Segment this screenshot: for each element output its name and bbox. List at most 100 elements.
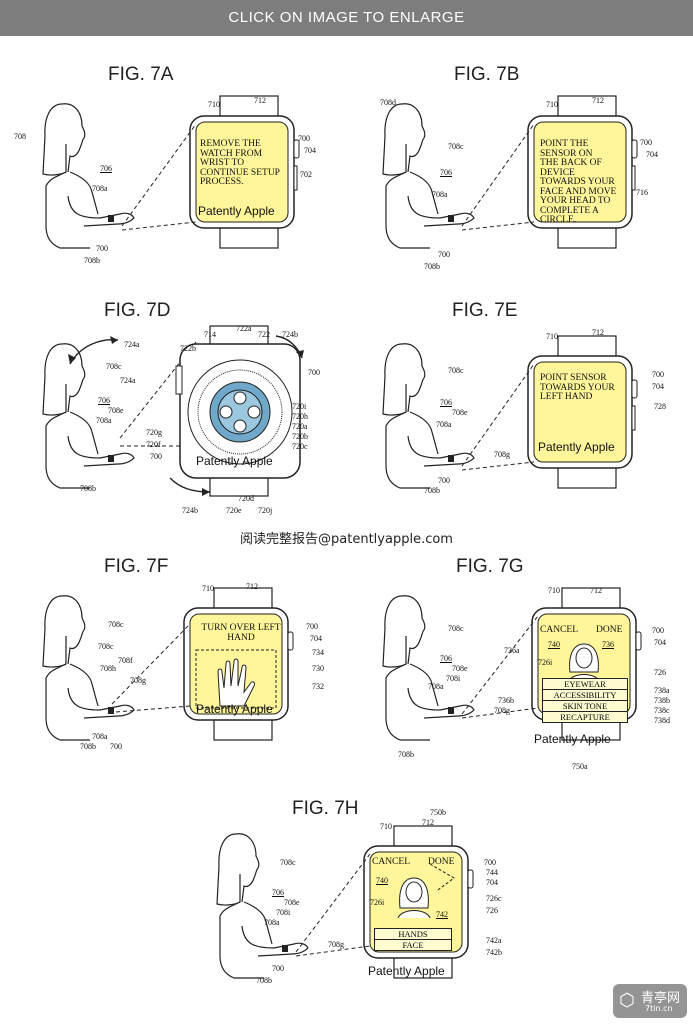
- ref-738d: 738d: [654, 716, 670, 725]
- read-full-report-caption[interactable]: 阅读完整报告@patentlyapple.com: [240, 532, 453, 547]
- ref-708b: 708b: [424, 262, 440, 271]
- ref-708c: 708c: [448, 142, 464, 151]
- ref-708g: 708g: [130, 676, 146, 685]
- fig-7e-title: FIG. 7E: [452, 300, 518, 321]
- ref-708i: 708i: [276, 908, 291, 917]
- ref-700: 700: [640, 138, 652, 147]
- ref-720a: 720a: [292, 422, 308, 431]
- fig-7e-screen-message: POINT SENSOR TOWARDS YOUR LEFT HAND: [540, 373, 615, 402]
- ref-726: 726: [654, 668, 666, 677]
- ref-728: 728: [654, 402, 666, 411]
- top-banner[interactable]: CLICK ON IMAGE TO ENLARGE: [0, 0, 693, 36]
- ref-706: 706: [98, 396, 110, 405]
- ref-708c: 708c: [106, 362, 122, 371]
- ref-732: 732: [312, 682, 324, 691]
- ref-708c: 708c: [280, 858, 296, 867]
- watermark-url: 7tin.cn: [645, 1004, 673, 1013]
- ref-708a: 708a: [432, 190, 448, 199]
- ref-708g: 708g: [494, 706, 510, 715]
- ref-744: 744: [486, 868, 498, 877]
- ref-708d: 708d: [380, 98, 396, 107]
- ref-738c: 738c: [654, 706, 670, 715]
- ref-720j: 720j: [258, 506, 273, 515]
- ref-726c: 726c: [486, 894, 502, 903]
- ref-710: 710: [546, 332, 558, 341]
- ref-734: 734: [312, 648, 324, 657]
- ref-724a-2: 724a: [120, 376, 136, 385]
- ref-724b-2: 724b: [182, 506, 198, 515]
- ref-700: 700: [484, 858, 496, 867]
- ref-708a: 708a: [92, 732, 108, 741]
- ref-712: 712: [246, 582, 258, 591]
- watermark-cn: 青亭网: [641, 991, 681, 1006]
- fig-7a-watermark-text: Patently Apple: [198, 204, 275, 218]
- fig-7g-menu-recapture[interactable]: RECAPTURE: [542, 711, 628, 723]
- ref-700: 700: [308, 368, 320, 377]
- ref-708f: 708f: [118, 656, 133, 665]
- ref-708b: 708b: [84, 256, 100, 265]
- fig-7g-done-button[interactable]: DONE: [596, 625, 623, 635]
- ref-712: 712: [254, 96, 266, 105]
- fig-7g-title: FIG. 7G: [456, 556, 524, 577]
- fig-7g-watermark-text: Patently Apple: [534, 732, 611, 746]
- ref-710: 710: [208, 100, 220, 109]
- ref-708c: 708c: [108, 620, 124, 629]
- ref-706: 706: [100, 164, 112, 173]
- ref-708e: 708e: [284, 898, 300, 907]
- fig-7b-screen-message: POINT THE SENSOR ON THE BACK OF DEVICE T…: [540, 139, 617, 225]
- ref-704: 704: [646, 150, 658, 159]
- ref-700-wrist: 700: [110, 742, 122, 751]
- ref-704: 704: [654, 638, 666, 647]
- ref-708e: 708e: [108, 406, 124, 415]
- ref-702: 702: [300, 170, 312, 179]
- ref-720h: 720h: [292, 412, 308, 421]
- ref-720c: 720c: [292, 442, 308, 451]
- ref-704: 704: [310, 634, 322, 643]
- ref-708a: 708a: [436, 420, 452, 429]
- ref-742: 742: [436, 910, 448, 919]
- ref-708a: 708a: [96, 416, 112, 425]
- ref-736: 736: [602, 640, 614, 649]
- fig-7h-menu-face[interactable]: FACE: [374, 939, 452, 951]
- ref-722: 722: [258, 330, 270, 339]
- ref-710: 710: [202, 584, 214, 593]
- ref-740: 740: [376, 876, 388, 885]
- ref-714: 714: [204, 330, 216, 339]
- ref-720e: 720e: [226, 506, 242, 515]
- ref-700-wrist: 700: [438, 250, 450, 259]
- ref-700: 700: [298, 134, 310, 143]
- fig-7f-watermark-text: Patently Apple: [196, 702, 273, 716]
- fig-7h-cancel-button[interactable]: CANCEL: [372, 857, 410, 867]
- ref-708g: 708g: [328, 940, 344, 949]
- ref-706: 706: [440, 654, 452, 663]
- hexagon-logo-icon: ⬡: [619, 990, 635, 1011]
- ref-742b: 742b: [486, 948, 502, 957]
- corner-watermark: ⬡ 青亭网 7tin.cn: [613, 984, 687, 1018]
- fig-7d-title: FIG. 7D: [104, 300, 171, 321]
- fig-7h-done-button[interactable]: DONE: [428, 857, 455, 867]
- ref-736a: 736a: [504, 646, 520, 655]
- ref-708b: 708b: [256, 976, 272, 985]
- ref-736b: 736b: [498, 696, 514, 705]
- ref-712: 712: [592, 328, 604, 337]
- ref-706: 706: [272, 888, 284, 897]
- ref-700: 700: [652, 370, 664, 379]
- ref-708h: 708h: [100, 664, 116, 673]
- ref-708a: 708a: [92, 184, 108, 193]
- ref-724a: 724a: [124, 340, 140, 349]
- ref-706: 706: [440, 398, 452, 407]
- fig-7a-screen-message: REMOVE THE WATCH FROM WRIST TO CONTINUE …: [200, 139, 280, 187]
- ref-720f: 720f: [146, 440, 161, 449]
- patent-figure-sheet: FIG. 7A 708 706 708a 700 708b 710 712 70…: [0, 36, 693, 1024]
- ref-704: 704: [304, 146, 316, 155]
- fig-7g-cancel-button[interactable]: CANCEL: [540, 625, 578, 635]
- ref-738a: 738a: [654, 686, 670, 695]
- ref-720i: 720i: [292, 402, 307, 411]
- fig-7b-title: FIG. 7B: [454, 64, 520, 85]
- ref-730: 730: [312, 664, 324, 673]
- ref-720b: 720b: [292, 432, 308, 441]
- ref-700-wrist: 700: [150, 452, 162, 461]
- ref-708c: 708c: [448, 366, 464, 375]
- ref-704: 704: [652, 382, 664, 391]
- ref-700-wrist: 700: [272, 964, 284, 973]
